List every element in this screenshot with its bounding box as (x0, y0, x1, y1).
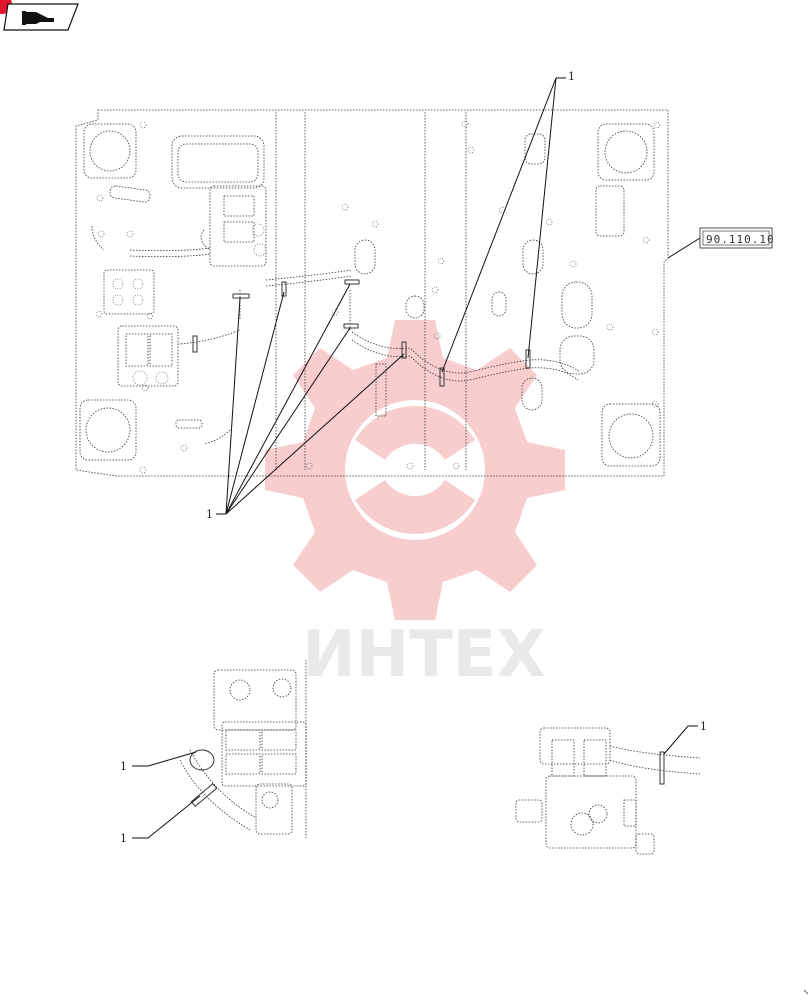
mount-pad (597, 123, 655, 181)
reference-box[interactable]: 90.110.10 (699, 227, 775, 249)
callout-left-detail-lower: 1 (120, 832, 127, 845)
back-button[interactable] (0, 0, 79, 31)
detail-view-right (515, 727, 701, 855)
reference-leader (667, 237, 701, 259)
mount-pad (83, 123, 137, 179)
callout-left-detail-upper: 1 (120, 760, 127, 773)
mount-pad (601, 403, 661, 467)
callout-right-detail: 1 (700, 720, 707, 733)
main-plate (75, 109, 669, 477)
reference-box-text: 90.110.10 (706, 233, 775, 246)
detail-view-left (179, 660, 307, 838)
leader-left-lower (132, 795, 201, 839)
hose-clamps (192, 279, 531, 387)
mount-pad (79, 399, 137, 461)
callout-main-bottom-left: 1 (206, 508, 213, 521)
leader-right-detail (663, 725, 698, 755)
valve-assembly-lower (117, 325, 179, 387)
corner-mark (803, 989, 809, 995)
callout-leaders-top (441, 77, 566, 373)
hose-lines (91, 225, 581, 445)
callout-leaders-bottom (216, 283, 405, 515)
watermark-text: ИНТЕХ (302, 618, 546, 692)
pointing-hand-icon (22, 11, 54, 25)
valve-assembly-upper (200, 185, 267, 267)
callout-top-right: 1 (568, 70, 575, 83)
valve-block (103, 269, 155, 315)
leader-left-upper (132, 751, 197, 767)
watermark-logo: ИНТЕХ (265, 320, 565, 692)
